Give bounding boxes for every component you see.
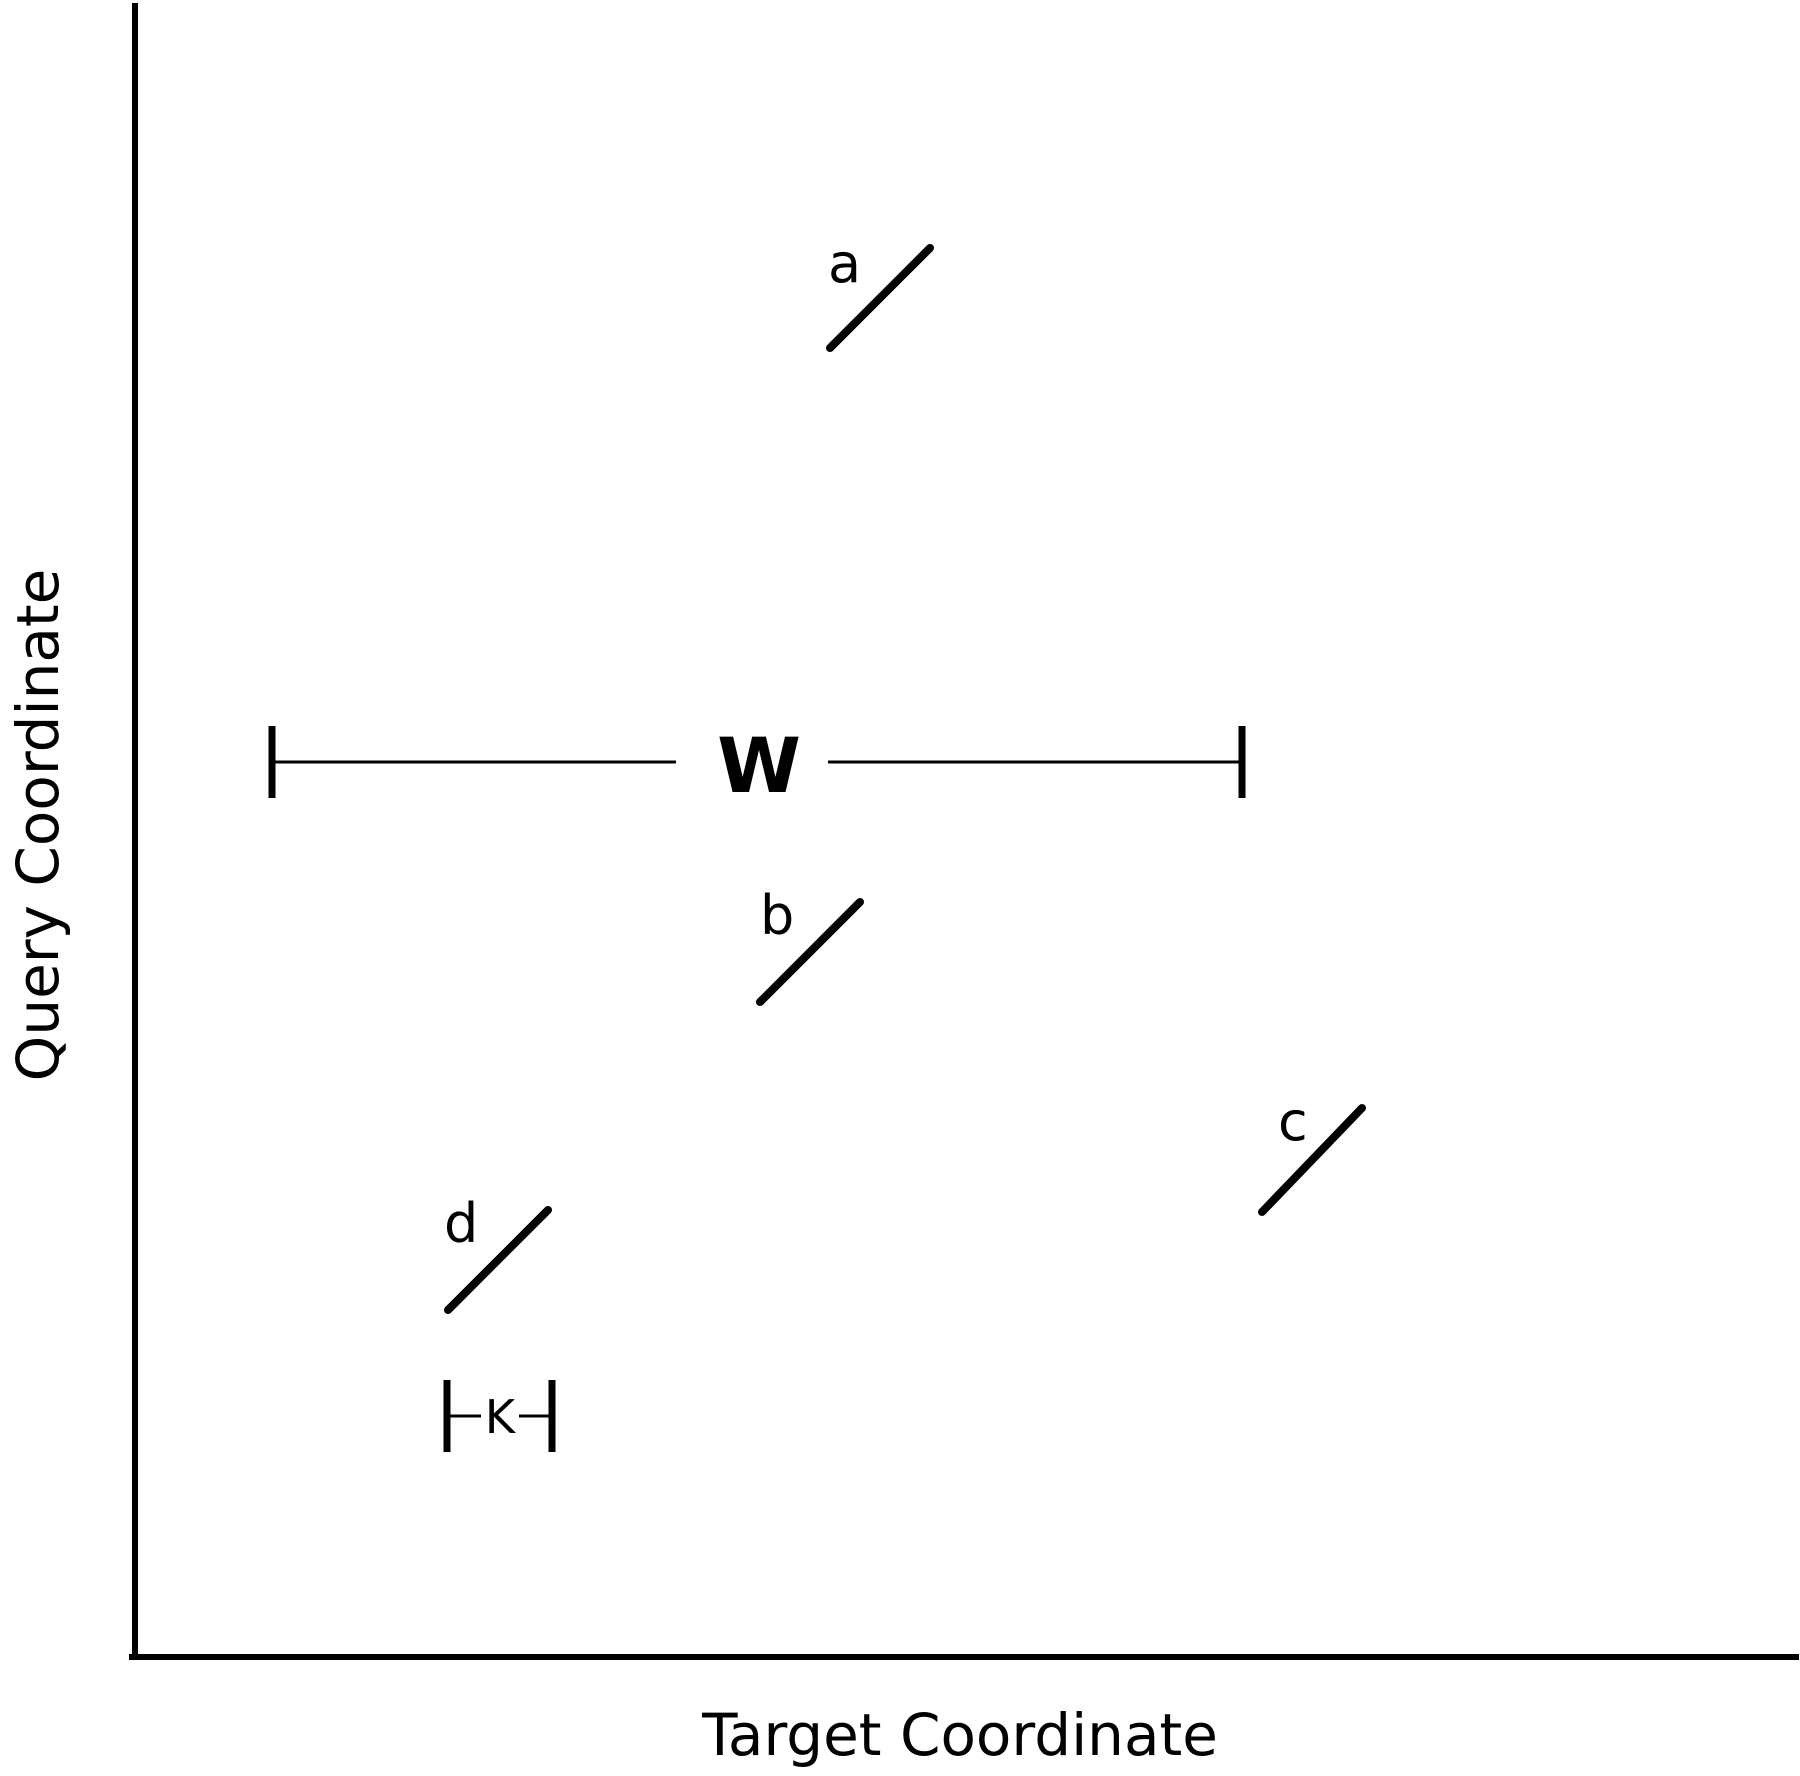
segment-a-line — [826, 244, 934, 352]
segment-a: a — [826, 232, 934, 352]
x-axis-label: Target Coordinate — [701, 1701, 1218, 1769]
segment-d: d — [444, 1192, 552, 1314]
segment-c: c — [1258, 1090, 1366, 1216]
segment-c-line — [1258, 1104, 1366, 1216]
kmer-span: K — [443, 1380, 556, 1452]
segment-d-line — [444, 1206, 552, 1314]
kmer-label: K — [485, 1390, 517, 1444]
segment-b: b — [756, 884, 864, 1006]
axes — [129, 3, 1799, 1660]
segment-a-label: a — [828, 232, 861, 295]
window-span: W — [268, 721, 1246, 810]
segment-d-label: d — [444, 1192, 478, 1255]
y-axis-label: Query Coordinate — [4, 569, 72, 1082]
segment-b-line — [756, 898, 864, 1006]
segment-c-label: c — [1278, 1090, 1308, 1153]
segment-b-label: b — [760, 884, 794, 947]
window-label: W — [717, 721, 801, 810]
